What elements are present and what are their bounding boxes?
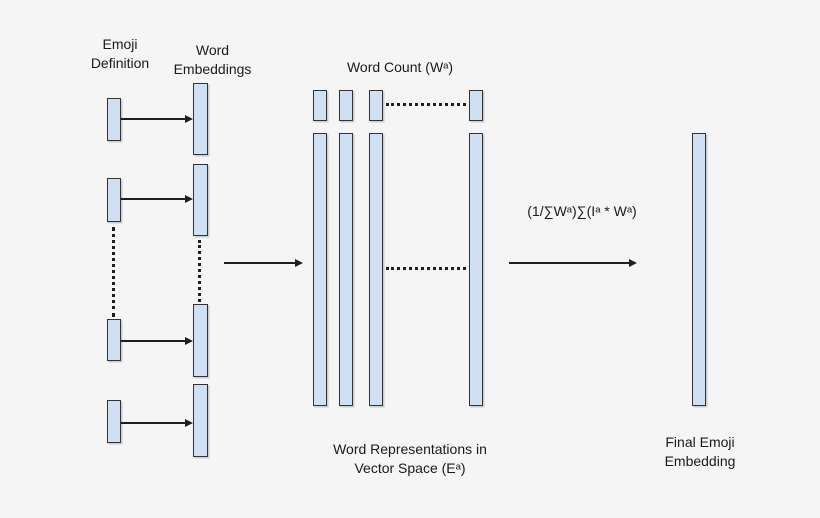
- word-vector-column: [369, 133, 383, 406]
- word-embeddings-label: Word Embeddings: [173, 42, 252, 77]
- definition-to-embedding-arrow: [121, 198, 186, 200]
- definition-to-embedding-arrow: [121, 422, 186, 424]
- word-vector-column: [313, 133, 327, 406]
- word-count-box: [469, 90, 483, 121]
- vector-to-final-arrow: [509, 262, 630, 264]
- definition-ellipsis-connector: [112, 227, 115, 317]
- word-embedding-box: [193, 83, 208, 155]
- definition-to-embedding-arrow: [121, 340, 186, 342]
- word-count-label: Word Count (Wᵃ): [346, 59, 454, 75]
- averaging-formula: (1/∑Wᵃ)∑(Iᵃ * Wᵃ): [527, 203, 637, 219]
- word-vector-column: [339, 133, 353, 406]
- emoji-definition-box: [107, 400, 121, 443]
- word-count-box: [313, 90, 327, 121]
- vector-space-label: Word Representations in Vector Space (Eᵃ…: [333, 441, 487, 476]
- word-count-box: [339, 90, 353, 121]
- word-count-box: [369, 90, 383, 121]
- emoji-definition-box: [107, 319, 121, 361]
- emoji-definition-label: Emoji Definition: [90, 36, 150, 71]
- embedding-to-vector-arrow: [224, 262, 296, 264]
- word-embedding-box: [193, 164, 208, 236]
- word-vector-ellipsis-connector: [386, 267, 466, 270]
- definition-to-embedding-arrow: [121, 118, 186, 120]
- final-embedding-column: [692, 133, 706, 406]
- emoji-definition-box: [107, 98, 121, 141]
- final-embedding-label: Final Emoji Embedding: [664, 434, 736, 469]
- word-count-ellipsis-connector: [386, 103, 466, 106]
- embedding-ellipsis-connector: [198, 240, 201, 302]
- word-vector-column: [469, 133, 483, 406]
- emoji-definition-box: [107, 178, 121, 222]
- word-embedding-box: [193, 304, 208, 377]
- word-embedding-box: [193, 384, 208, 457]
